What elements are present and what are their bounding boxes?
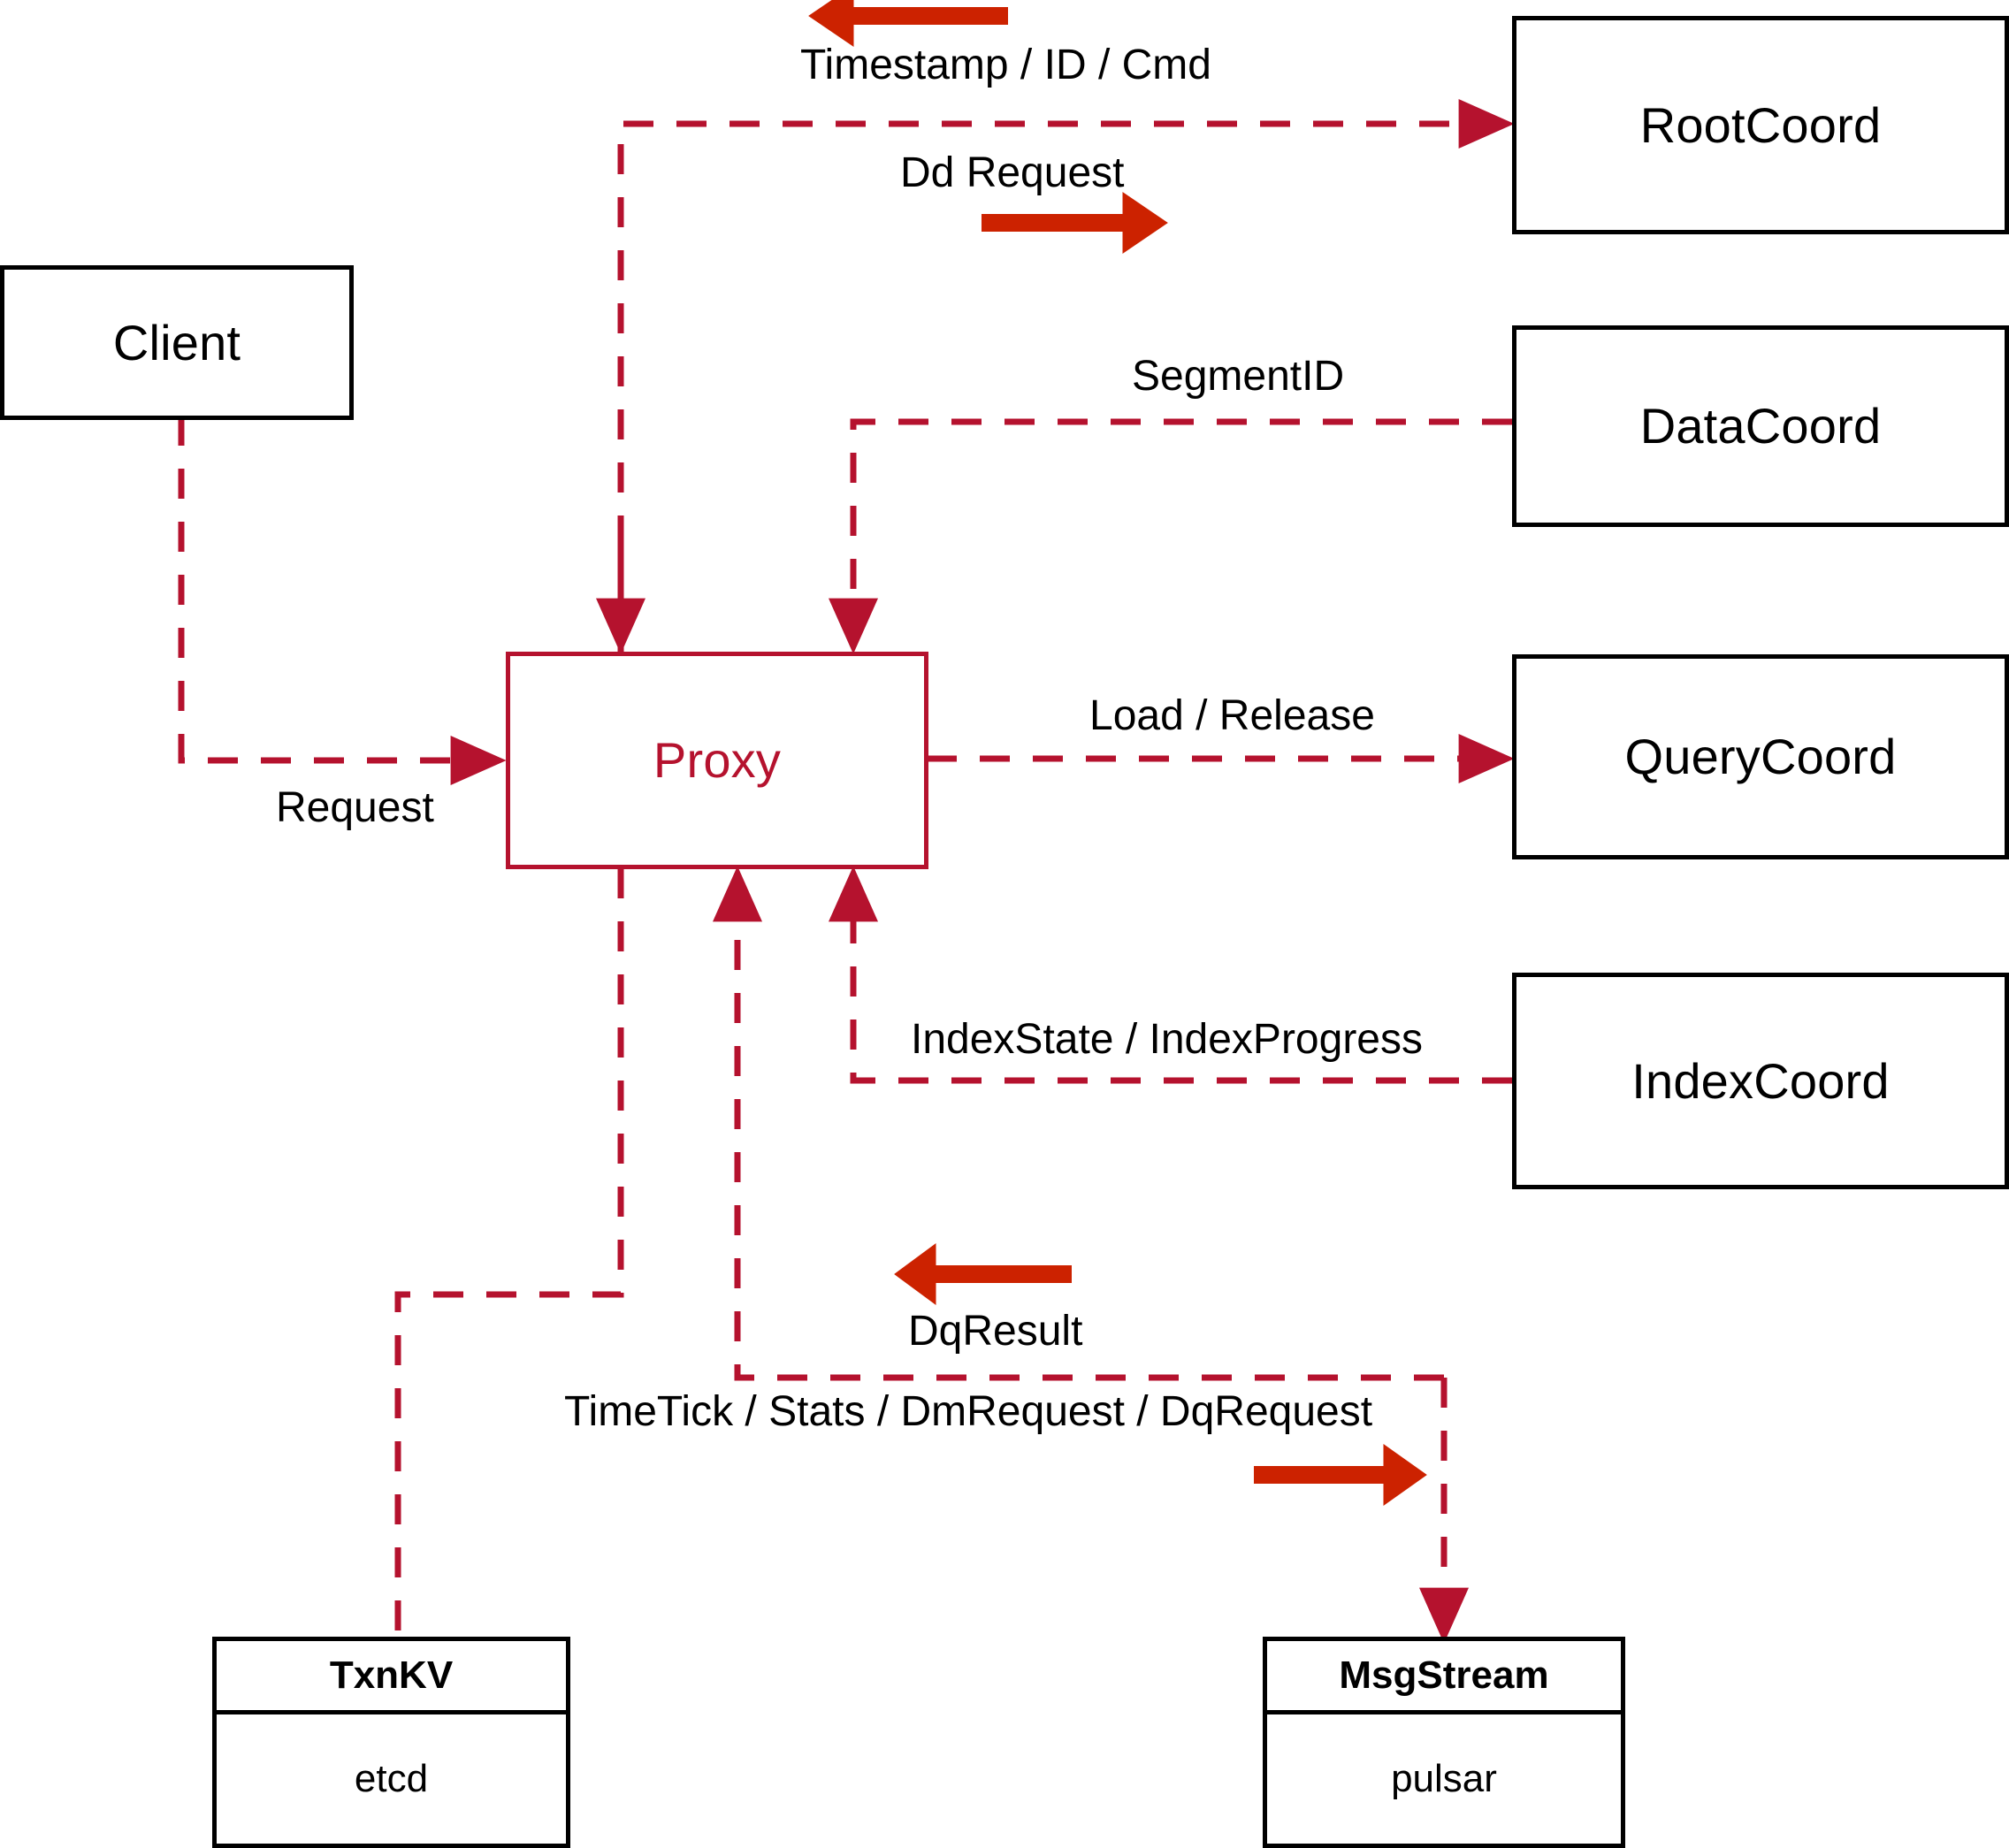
arrow-right-icon-dd-request — [982, 192, 1168, 254]
node-msgstream-title: MsgStream — [1267, 1641, 1621, 1714]
node-rootcoord-label: RootCoord — [1639, 96, 1882, 153]
edge-indexcoord-to-proxy — [829, 866, 1512, 1084]
node-client-label: Client — [112, 314, 241, 370]
node-msgstream[interactable]: MsgStream pulsar — [1263, 1637, 1625, 1848]
edge-label-timetick-stats: TimeTick / Stats / DmRequest / DqRequest — [564, 1388, 1373, 1435]
arrow-left-icon-dqresult — [894, 1243, 1072, 1305]
node-datacoord-label: DataCoord — [1639, 398, 1882, 454]
node-rootcoord[interactable]: RootCoord — [1512, 16, 2009, 234]
edge-label-dd-request: Dd Request — [900, 149, 1125, 196]
edge-label-load-release: Load / Release — [1089, 692, 1375, 739]
arrow-right-icon-timetick — [1254, 1444, 1427, 1506]
node-indexcoord[interactable]: IndexCoord — [1512, 973, 2009, 1189]
node-datacoord[interactable]: DataCoord — [1512, 325, 2009, 527]
edge-label-dq-result: DqResult — [908, 1308, 1083, 1355]
node-proxy-label: Proxy — [653, 732, 782, 789]
node-querycoord[interactable]: QueryCoord — [1512, 654, 2009, 859]
node-indexcoord-label: IndexCoord — [1631, 1052, 1890, 1109]
edge-label-index-state-progress: IndexState / IndexProgress — [911, 1016, 1423, 1063]
arrow-left-icon-timestamp — [808, 0, 1008, 47]
node-msgstream-impl: pulsar — [1391, 1757, 1497, 1800]
direction-indicators — [808, 0, 1427, 1506]
edge-msgstream-to-proxy — [713, 866, 1444, 1381]
edge-label-request: Request — [276, 784, 434, 831]
node-txnkv-title: TxnKV — [217, 1641, 566, 1714]
edge-label-segment-id: SegmentID — [1132, 353, 1345, 400]
node-client[interactable]: Client — [0, 265, 354, 420]
edge-proxy-to-txnkv — [394, 868, 624, 1637]
node-proxy[interactable]: Proxy — [506, 652, 928, 869]
node-querycoord-label: QueryCoord — [1624, 729, 1897, 785]
node-txnkv-impl: etcd — [354, 1757, 429, 1800]
edge-client-to-proxy — [178, 416, 507, 785]
edge-proxy-to-rootcoord — [617, 99, 1515, 652]
edge-label-timestamp-id-cmd: Timestamp / ID / Cmd — [800, 42, 1211, 88]
edge-datacoord-to-proxy — [829, 418, 1512, 654]
node-txnkv[interactable]: TxnKV etcd — [212, 1637, 570, 1848]
